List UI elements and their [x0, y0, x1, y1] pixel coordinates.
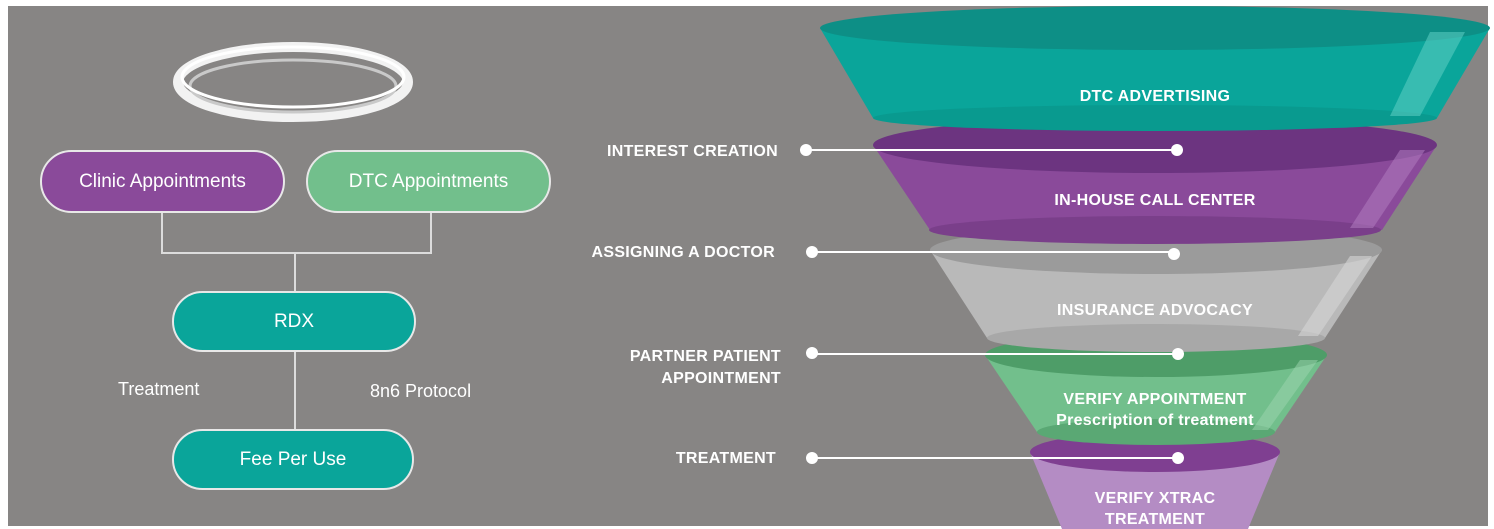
- fee-per-use-box: Fee Per Use: [172, 429, 414, 490]
- stage-dot-end-partner: [1172, 348, 1184, 360]
- stage-label-treatment: TREATMENT: [520, 448, 776, 470]
- stage-dot-start-treatment: [806, 452, 818, 464]
- tier-label-line1: DTC ADVERTISING: [1079, 88, 1231, 105]
- tier-label-line2: Prescription of treatment: [1056, 412, 1254, 429]
- protocol-side-label: 8n6 Protocol: [370, 381, 472, 401]
- tier-label-line1: VERIFY XTRAC: [1094, 490, 1216, 507]
- tier-label-verify-appointment: VERIFY APPOINTMENT Prescription of treat…: [1010, 389, 1300, 431]
- stage-dot-start-partner: [806, 347, 818, 359]
- stage-label-line1: ASSIGNING A DOCTOR: [591, 244, 775, 261]
- tier-label-call-center: IN-HOUSE CALL CENTER: [960, 190, 1350, 211]
- stage-label-partner-patient: PARTNER PATIENT APPOINTMENT: [520, 346, 781, 390]
- connector-clinic-down: [161, 212, 163, 254]
- stage-label-line1: INTEREST CREATION: [606, 143, 778, 160]
- stage-label-line1: TREATMENT: [675, 450, 776, 467]
- rdx-box: RDX: [172, 291, 416, 352]
- stage-label-line2: APPOINTMENT: [661, 370, 781, 387]
- tier-label-verify-xtrac: VERIFY XTRAC TREATMENT: [1060, 488, 1250, 529]
- stage-connector-partner: [812, 353, 1178, 355]
- stage-label-interest-creation: INTEREST CREATION: [520, 141, 778, 163]
- stage-label-assigning-doctor: ASSIGNING A DOCTOR: [520, 242, 775, 264]
- stage-dot-start-interest: [800, 144, 812, 156]
- stage-dot-end-treatment: [1172, 452, 1184, 464]
- stage-dot-end-interest: [1171, 144, 1183, 156]
- treatment-side-label: Treatment: [118, 379, 200, 399]
- stage-connector-assigning: [812, 251, 1174, 253]
- tier-label-insurance: INSURANCE ADVOCACY: [960, 300, 1350, 321]
- connector-dtc-down: [430, 212, 432, 254]
- tier-label-line2: TREATMENT: [1104, 511, 1206, 528]
- stage-connector-interest: [806, 149, 1177, 151]
- stage-dot-start-assigning: [806, 246, 818, 258]
- dtc-appointments-box: DTC Appointments: [306, 150, 551, 213]
- tier-label-line1: VERIFY APPOINTMENT: [1063, 391, 1247, 408]
- tier-label-dtc-advertising: DTC ADVERTISING: [960, 86, 1350, 107]
- stage-connector-treatment: [812, 457, 1178, 459]
- tier-label-line1: IN-HOUSE CALL CENTER: [1054, 192, 1256, 209]
- tier-label-line1: INSURANCE ADVOCACY: [1057, 302, 1253, 319]
- stage-dot-end-assigning: [1168, 248, 1180, 260]
- stage-label-line1: PARTNER PATIENT: [629, 348, 781, 365]
- connector-rdx-to-fee: [294, 351, 296, 431]
- connector-join: [161, 252, 432, 254]
- clinic-appointments-box: Clinic Appointments: [40, 150, 285, 213]
- connector-to-rdx: [294, 253, 296, 293]
